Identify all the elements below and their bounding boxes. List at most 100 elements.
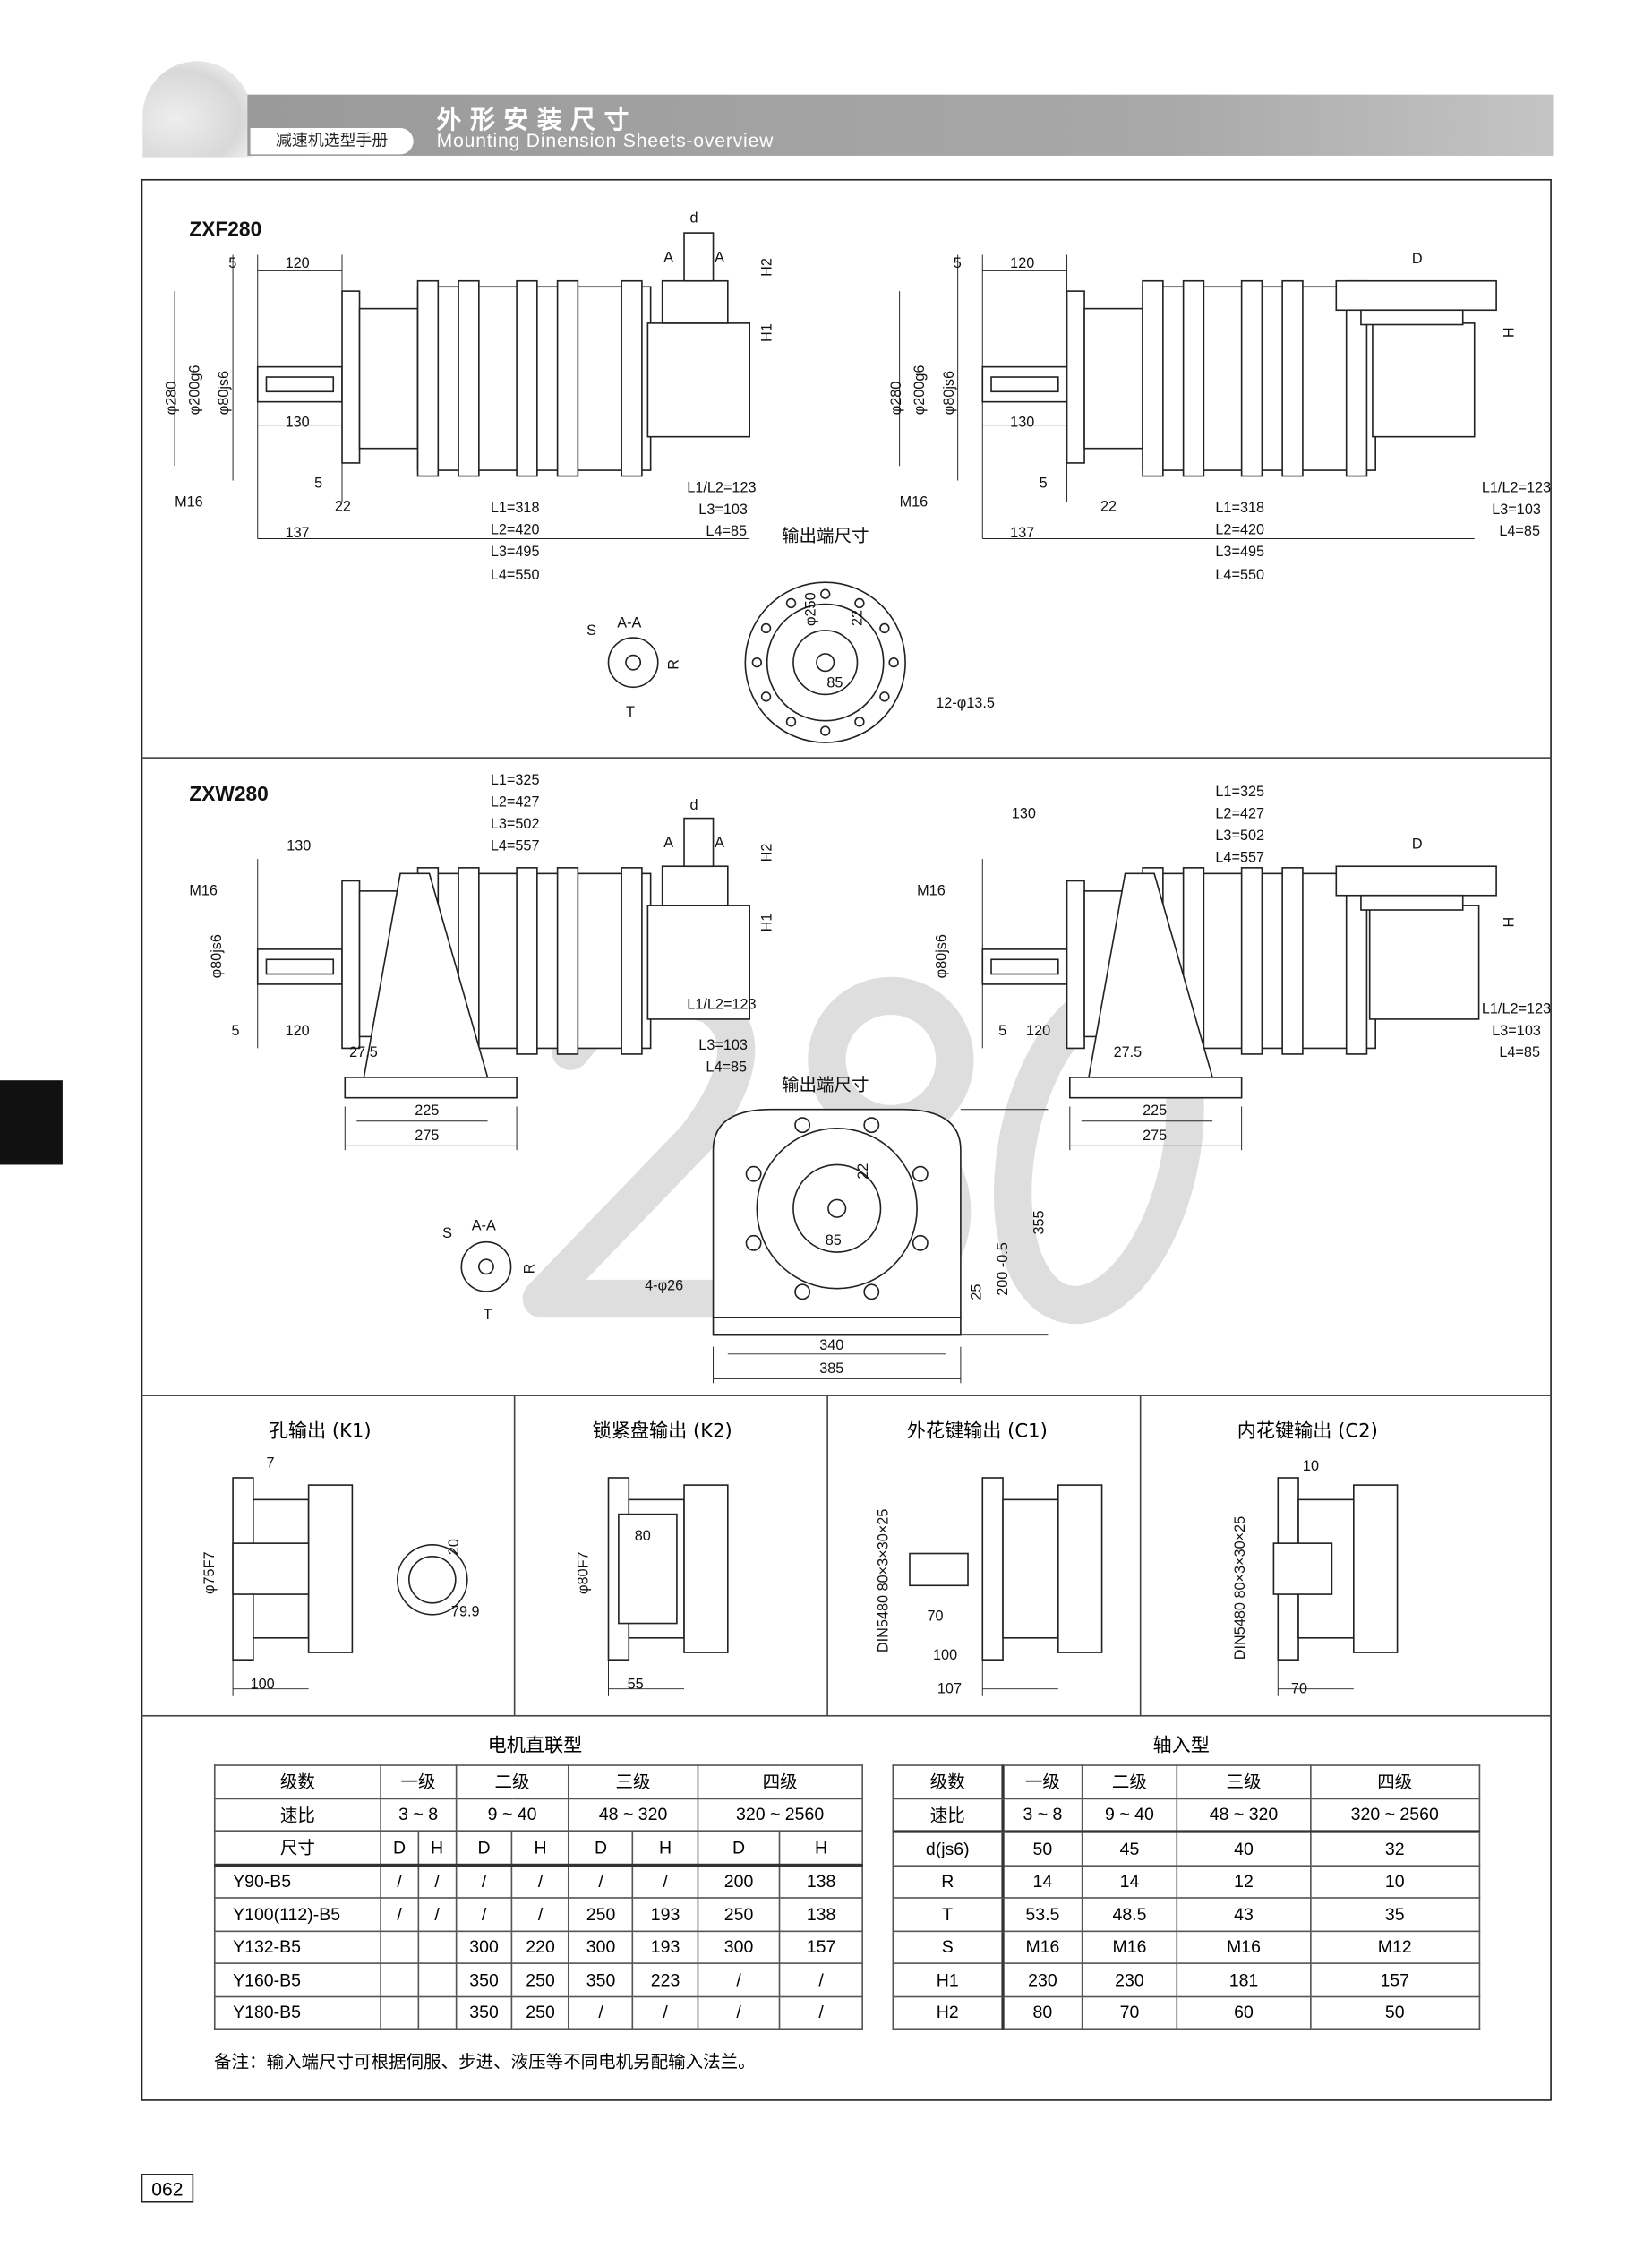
- housing-neck: [1083, 307, 1143, 450]
- dimension-label: A: [715, 835, 724, 851]
- drawing-frame: [141, 178, 1552, 2101]
- table-row: 速比 3 ~ 8 9 ~ 40 48 ~ 320 320 ~ 2560: [213, 1797, 863, 1832]
- cell: 50: [1002, 1831, 1083, 1867]
- cell: /: [568, 1863, 634, 1899]
- cell: 60: [1177, 1995, 1311, 2030]
- dimension-label: R: [522, 1264, 538, 1274]
- cell: /: [632, 1863, 698, 1899]
- dimension-label: M16: [900, 494, 929, 511]
- dimension-label: L4=85: [1499, 1044, 1540, 1060]
- dimension-label: L3=103: [1492, 502, 1541, 518]
- cell: 350: [455, 1962, 513, 1997]
- page-subtitle: Mounting Dinension Sheets-overview: [436, 129, 775, 152]
- cell: 320 ~ 2560: [1309, 1797, 1481, 1832]
- bolt-hole: [751, 657, 763, 668]
- cell: /: [568, 1995, 634, 2030]
- housing-rib: [1281, 279, 1304, 477]
- cell: /: [380, 1863, 419, 1899]
- cell: 43: [1177, 1897, 1311, 1932]
- cell: 级数: [892, 1764, 1005, 1799]
- output-flange-circle: [744, 581, 906, 743]
- dimension-label: 120: [1026, 1023, 1050, 1039]
- cell: T: [892, 1897, 1005, 1932]
- cell: /: [380, 1897, 419, 1932]
- section-center: [625, 654, 642, 671]
- dimension-label: L3=502: [1215, 828, 1264, 844]
- cell: [380, 1962, 419, 1997]
- output-end-title: 输出端尺寸: [782, 1076, 869, 1095]
- bolt-hole: [785, 597, 797, 609]
- cell: Y100(112)-B5: [213, 1897, 381, 1932]
- cell: D: [380, 1830, 419, 1866]
- dimension-label: 22: [1100, 499, 1117, 515]
- input-housing: [646, 905, 750, 1020]
- dimension-label: DIN5480 80×3×30×25: [1232, 1516, 1248, 1660]
- cell: 一级: [380, 1764, 457, 1799]
- housing-rib: [1281, 867, 1304, 1055]
- output-flange: [341, 880, 361, 1050]
- model-zxw280: ZXW280: [189, 782, 269, 805]
- input-shaft: [683, 232, 715, 282]
- dimension-label: L4=85: [706, 523, 747, 539]
- dimension-label: φ280: [888, 382, 904, 416]
- dimension-label: φ200g6: [912, 365, 928, 416]
- book-title: 减速机选型手册: [250, 128, 414, 155]
- dimension-label: L1/L2=123: [687, 479, 756, 495]
- divider: [513, 1395, 516, 1715]
- dimension-label: L3=495: [491, 544, 540, 560]
- cell: 250: [568, 1897, 634, 1932]
- dimension-label: L3=502: [491, 816, 540, 832]
- dimension-label: H2: [759, 258, 775, 277]
- motor-adapter: [1368, 905, 1480, 1020]
- cell: 300: [568, 1929, 634, 1964]
- dimension-label: φ280: [164, 382, 180, 416]
- k2-title: 锁紧盘输出 (K2): [592, 1420, 732, 1443]
- dimension-label: M16: [189, 883, 218, 899]
- section-center: [478, 1258, 494, 1275]
- dimension-label: 120: [286, 255, 310, 271]
- housing-neck: [358, 307, 419, 450]
- cell: /: [779, 1995, 863, 2030]
- section-circle: [607, 637, 659, 689]
- cell: 80: [1002, 1995, 1083, 2030]
- cell: 138: [779, 1863, 863, 1899]
- divider: [1139, 1395, 1142, 1715]
- keyway: [265, 376, 335, 393]
- dimension-label: φ80F7: [576, 1551, 592, 1594]
- dimension-label: L3=103: [1492, 1023, 1541, 1039]
- spline-bore: [1272, 1542, 1333, 1595]
- dimension-label: 130: [1012, 806, 1036, 822]
- motor-flange-neck: [1360, 309, 1464, 326]
- cell: Y132-B5: [213, 1929, 381, 1964]
- housing-rib: [458, 279, 480, 477]
- cell: 48 ~ 320: [568, 1797, 698, 1832]
- cell: M16: [1081, 1929, 1178, 1964]
- base-plate: [712, 1317, 962, 1336]
- bolt-hole: [794, 1117, 811, 1134]
- dimension-label: 79.9: [451, 1603, 480, 1619]
- cell: 220: [511, 1929, 569, 1964]
- cell: /: [697, 1962, 781, 1997]
- cell: 三级: [1177, 1764, 1311, 1799]
- dimension-label: M16: [917, 883, 946, 899]
- dimension-label: H: [1502, 917, 1518, 928]
- cell: 300: [455, 1929, 513, 1964]
- dimension-label: 20: [446, 1539, 462, 1555]
- keyway: [265, 958, 335, 975]
- dimension-label: 200 -0.5: [995, 1242, 1011, 1296]
- input-neck: [661, 279, 729, 324]
- dimension-label: 275: [1143, 1128, 1167, 1144]
- motor-table-title: 电机直联型: [487, 1735, 583, 1758]
- bolt-hole: [794, 1283, 811, 1300]
- cell: 50: [1309, 1995, 1481, 2030]
- body-ring: [1352, 1484, 1399, 1653]
